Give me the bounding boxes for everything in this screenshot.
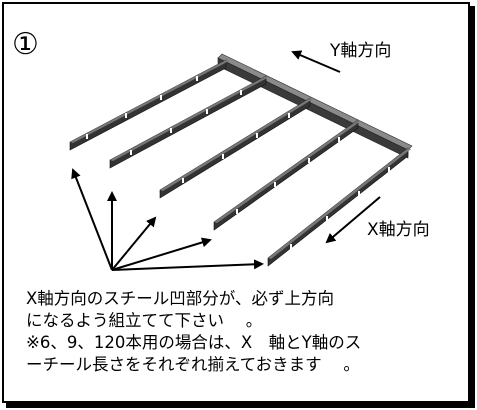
pointer-arrows bbox=[71, 168, 264, 271]
x-axis-steel-bar-5 bbox=[267, 147, 411, 267]
y-direction-arrow bbox=[291, 50, 341, 73]
x-axis-steel-bar-2 bbox=[109, 75, 269, 169]
assembly-note: X軸方向のスチール凹部分が、必ず上方向 になるよう組立てて下さい 。 ※6、9、… bbox=[26, 288, 466, 376]
x-axis-steel-bar-3 bbox=[159, 97, 313, 199]
frame-shadow-right bbox=[470, 6, 475, 407]
step-number: ① bbox=[12, 27, 39, 62]
note-line-2: になるよう組立てて下さい 。 bbox=[26, 311, 263, 330]
frame-shadow-bottom bbox=[6, 403, 475, 408]
x-axis-label: X軸方向 bbox=[367, 220, 430, 240]
x-axis-steel-bar-1 bbox=[69, 59, 229, 151]
note-line-1: X軸方向のスチール凹部分が、必ず上方向 bbox=[26, 289, 334, 308]
note-line-4: ーチール長さをそれぞれ揃えておきます 。 bbox=[26, 355, 360, 374]
note-line-3: ※6、9、120本用の場合は、X 軸とY軸のス bbox=[26, 333, 362, 352]
x-direction-arrow bbox=[325, 196, 381, 244]
instruction-frame bbox=[2, 2, 470, 403]
x-axis-steel-bar-4 bbox=[213, 119, 361, 231]
y-axis-label: Y軸方向 bbox=[330, 41, 392, 61]
